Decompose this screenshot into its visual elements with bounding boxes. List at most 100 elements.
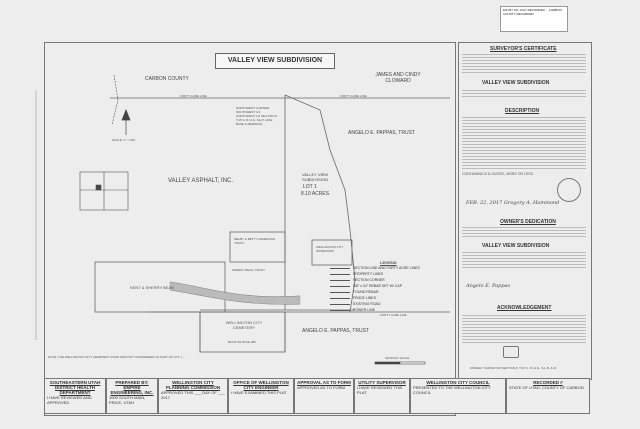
plat-note: NOTE: THE WELLINGTON CITY CEMETERY ROAD … xyxy=(48,355,186,359)
title-block-heading: APPROVAL AS TO FORM xyxy=(297,380,351,385)
notary-seal xyxy=(503,346,519,358)
surveyor-certificate-text xyxy=(462,54,586,74)
label-angelo-bottom: ANGELO E. PAPPAS, TRUST xyxy=(302,328,369,334)
legend-title: LEGEND xyxy=(380,260,397,265)
label-kent: KENT & SHERRY BEAN xyxy=(130,285,175,290)
label-book: BOOK 99 PAGE 286 xyxy=(228,340,256,344)
legend-symbol xyxy=(330,279,350,281)
title-block-body: PRESENTED TO THE WELLINGTON CITY COUNCIL xyxy=(413,385,491,395)
legend-item: SECTION LINE AND FORTY ACRE LINES xyxy=(330,265,450,271)
label-valley-asphalt: VALLEY ASPHALT, INC. xyxy=(168,178,234,184)
title-block-engineer: OFFICE OF WELLINGTON CITY ENGINEER I HAV… xyxy=(228,378,294,414)
subdivision-text xyxy=(462,90,586,98)
legend-item: 5/8" x 24" REBAR SET W/ CAP xyxy=(330,283,450,289)
legend: LEGEND SECTION LINE AND FORTY ACRE LINES… xyxy=(330,260,450,330)
legend-item: FOUND REBAR xyxy=(330,289,450,295)
legend-item-label: FOUND REBAR xyxy=(353,290,379,294)
owners-dedication-text xyxy=(462,227,586,239)
title-block-planning: WELLINGTON CITY PLANNING COMMISSION APPR… xyxy=(158,378,228,414)
surveyor-seal xyxy=(557,178,581,202)
label-wellington-water: WELLINGTON CITY WATERTANK xyxy=(316,245,344,253)
label-scale: SCALE: 1" = 100' xyxy=(112,138,136,142)
legend-symbol xyxy=(330,273,350,275)
label-forty-acre-bottom: FORTY ACRE LINE xyxy=(380,313,407,317)
label-subdivision-lot: VALLEY VIEW SUBDIVISION xyxy=(301,172,329,182)
containing-text: CONTAINING 8.10 ACRES, MORE OR LESS xyxy=(462,172,533,176)
plat-reference: OWNER / SURVEYOR SECTION 8, T.15 S., R.1… xyxy=(470,366,557,370)
description-heading: DESCRIPTION xyxy=(505,108,540,114)
title-block-approval: APPROVAL AS TO FORM APPROVED AS TO FORM xyxy=(294,378,354,414)
fence-line xyxy=(111,74,119,126)
title-block-recorded: RECORDED # STATE OF UTAH, COUNTY OF CARB… xyxy=(506,378,590,414)
legend-item-label: EXISTING ROAD xyxy=(353,302,381,306)
plat-frame xyxy=(44,42,456,416)
label-wellington-cemetery: WELLINGTON CITY CEMETERY xyxy=(225,320,263,330)
label-forty-acre-top: FORTY ACRE LINE xyxy=(180,94,207,98)
label-northwest-corner: NORTHWEST CORNER SOUTHWEST 1/4 NORTHWEST… xyxy=(236,106,277,126)
water-tank-parcel xyxy=(311,239,353,266)
title-block-council: WELLINGTON CITY COUNCIL PRESENTED TO THE… xyxy=(410,378,506,414)
owner-signature: Angelo E. Pappas xyxy=(466,283,511,289)
cemetery-parcel xyxy=(199,311,286,353)
label-angelo-top: ANGELO E. PAPPAS, TRUST xyxy=(348,130,415,136)
legend-item: FENCE LINES xyxy=(330,295,450,301)
title-block-heading: SOUTHEASTERN UTAH DISTRICT HEALTH DEPART… xyxy=(49,380,101,395)
legend-item-label: SECTION LINE AND FORTY ACRE LINES xyxy=(353,266,420,270)
label-graphic-scale: GRAPHIC SCALE xyxy=(385,356,410,360)
legend-item: POWER LINE xyxy=(330,307,450,313)
legend-list: SECTION LINE AND FORTY ACRE LINES PROPERT… xyxy=(330,265,450,313)
dedication-text xyxy=(462,252,586,270)
label-forty-acre-right: FORTY ACRE LINE xyxy=(340,94,367,98)
label-acres: 8.10 ACRES xyxy=(301,191,330,197)
north-arrow xyxy=(121,109,131,135)
legend-symbol xyxy=(330,267,350,269)
title-block-heading: WELLINGTON CITY PLANNING COMMISSION xyxy=(165,380,221,390)
legend-item-label: PROPERTY LINES xyxy=(353,272,384,276)
recording-stamp: ENTRY NO. 2017 RECORDED ... CARBON COUNT… xyxy=(500,6,568,32)
legend-item: SECTION CORNER xyxy=(330,277,450,283)
east-boundary xyxy=(284,94,356,313)
plat-title: VALLEY VIEW SUBDIVISION xyxy=(215,53,335,69)
subdivision-name-heading: VALLEY VIEW SUBDIVISION xyxy=(482,80,550,86)
vicinity-map xyxy=(79,171,129,211)
acknowledgement-heading: ACKNOWLEDGEMENT xyxy=(497,305,552,311)
description-text xyxy=(462,117,586,169)
title-block-body: I HAVE REVIEWED AND APPROVED xyxy=(47,395,92,405)
title-block-heading: RECORDED # xyxy=(533,380,563,385)
surveyor-signature: FEB. 22, 2017 Gregory A. Hammond xyxy=(466,200,560,206)
title-block-prepared-by: PREPARED BY: EMPIRE ENGINEERING, INC. 10… xyxy=(106,378,158,414)
title-block-heading: OFFICE OF WELLINGTON CITY ENGINEER xyxy=(233,380,289,390)
title-block-body: I HAVE EXAMINED THIS PLAT xyxy=(231,390,287,395)
legend-item: PROPERTY LINES xyxy=(330,271,450,277)
title-block-body: APPROVED AS TO FORM xyxy=(297,385,345,390)
legend-item-label: FENCE LINES xyxy=(353,296,376,300)
legend-symbol xyxy=(330,309,350,311)
title-block-heading: PREPARED BY: EMPIRE ENGINEERING, INC. xyxy=(110,380,154,395)
label-lot: LOT 1 xyxy=(303,184,317,190)
kent-parcel xyxy=(94,261,226,313)
legend-symbol xyxy=(330,303,350,305)
surveyor-certificate-heading: SURVEYOR'S CERTIFICATE xyxy=(490,46,557,52)
legend-item-label: POWER LINE xyxy=(353,308,375,312)
legend-item-label: 5/8" x 24" REBAR SET W/ CAP xyxy=(353,284,403,288)
title-block-health: SOUTHEASTERN UTAH DISTRICT HEALTH DEPART… xyxy=(44,378,106,414)
title-block-utility: UTILITY SUPERVISOR I HAVE REVIEWED THIS … xyxy=(354,378,410,414)
title-block-heading: UTILITY SUPERVISOR xyxy=(358,380,406,385)
label-melby: MELBY & BETTY ANDERSON TRUST xyxy=(234,237,276,245)
legend-item-label: SECTION CORNER xyxy=(353,278,385,282)
acknowledgement-text xyxy=(462,315,586,345)
owners-dedication-heading: OWNER'S DEDICATION xyxy=(500,219,556,225)
legend-item: EXISTING ROAD xyxy=(330,301,450,307)
label-james-cindy: JAMES AND CINDY CLOWARD xyxy=(375,72,421,84)
legend-symbol xyxy=(330,291,350,293)
melby-parcel xyxy=(229,231,286,263)
label-sherry: SHERRY BEAN, TRUST xyxy=(232,268,266,272)
legend-symbol xyxy=(330,285,350,287)
title-block-body: I HAVE REVIEWED THIS PLAT xyxy=(357,385,403,395)
graphic-scale xyxy=(374,361,426,365)
title-block-body: 1000 SOUTH MAIN, PRICE, UTAH xyxy=(109,395,146,405)
title-block-body: STATE OF UTAH, COUNTY OF CARBON xyxy=(509,385,584,390)
legend-symbol xyxy=(330,297,350,299)
